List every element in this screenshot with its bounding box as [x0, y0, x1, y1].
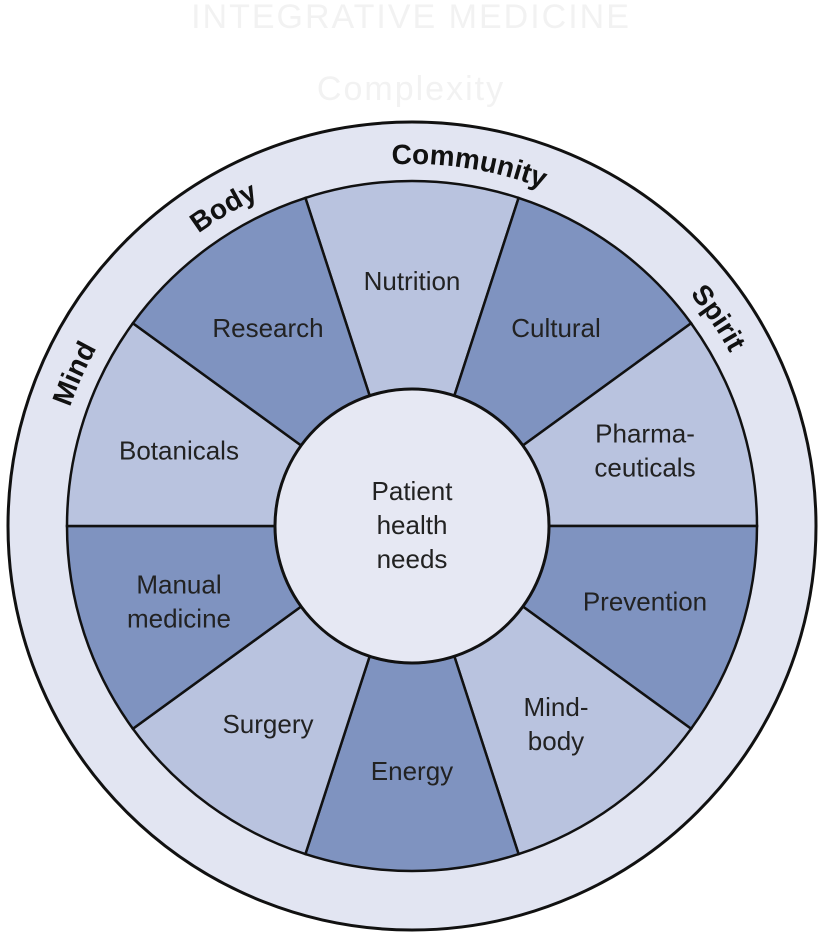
segment-label: Mind-body: [523, 692, 588, 756]
segment-label: Cultural: [511, 313, 601, 343]
segment-label: Energy: [371, 756, 453, 786]
segment-label: Surgery: [222, 709, 313, 739]
segment-label: Nutrition: [364, 266, 461, 296]
center-circle: [273, 387, 551, 665]
segment-label: Prevention: [583, 587, 707, 617]
segment-labels: NutritionCulturalPharma-ceuticalsPrevent…: [119, 266, 707, 786]
title: INTEGRATIVE MEDICINE: [191, 0, 631, 36]
segment-label: Research: [212, 313, 323, 343]
subtitle: Complexity: [317, 70, 505, 108]
segments: [65, 179, 759, 873]
segment-label: Pharma-ceuticals: [594, 418, 695, 482]
segment-label: Botanicals: [119, 435, 239, 465]
